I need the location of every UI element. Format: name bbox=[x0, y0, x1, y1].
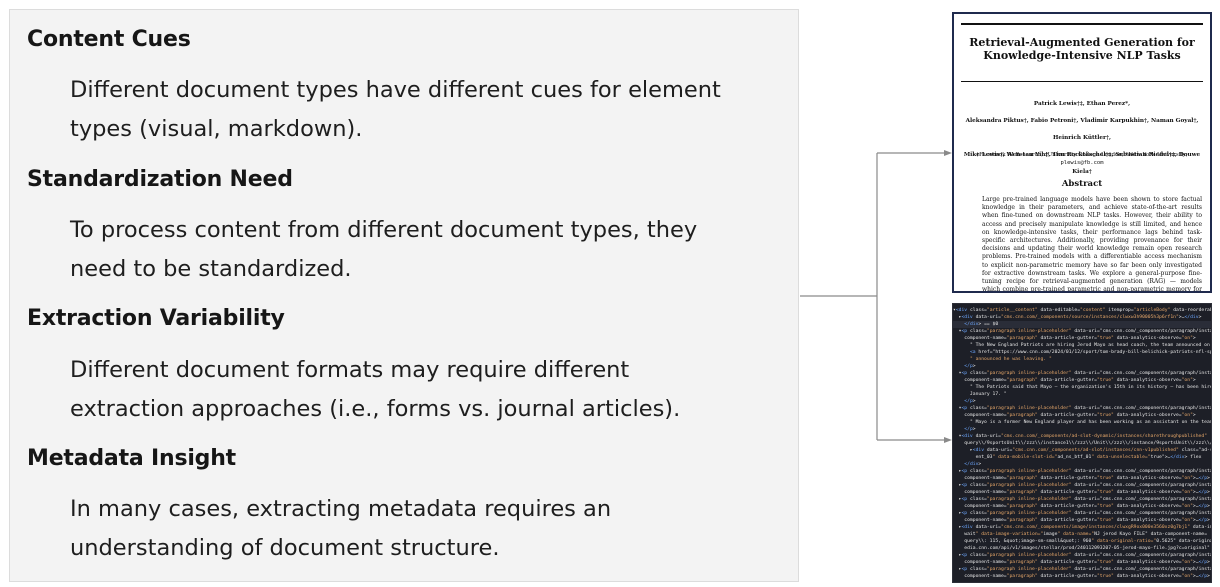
code-line: ▸<div data-uri="cms.cnn.com/_components/… bbox=[953, 448, 1211, 453]
html-source-thumbnail: ▾<div class="article__content" data-edit… bbox=[952, 303, 1212, 583]
cue-title-metadata-insight: Metadata Insight bbox=[27, 446, 237, 471]
code-line: </div> bbox=[964, 462, 982, 467]
cue-body-line: Different document types have different … bbox=[70, 77, 721, 103]
cue-body-standardization-need: To process content from different docume… bbox=[70, 211, 785, 289]
code-line: ▸<p class="paragraph inline-placeholder"… bbox=[953, 469, 1212, 474]
cue-body-line: need to be standardized. bbox=[70, 256, 352, 282]
code-line: component-name="paragraph" data-article-… bbox=[953, 413, 1196, 418]
paper-title-line: Knowledge-Intensive NLP Tasks bbox=[983, 49, 1181, 62]
cues-panel: Content Cues Different document types ha… bbox=[9, 9, 799, 582]
paper-title: Retrieval-Augmented Generation for Knowl… bbox=[954, 36, 1210, 62]
paper-authors-line: Aleksandra Piktus†, Fabio Petroni†, Vlad… bbox=[965, 118, 1199, 141]
code-line: ▸<p class="paragraph inline-placeholder"… bbox=[953, 553, 1212, 558]
code-line: ▸<p class="paragraph inline-placeholder"… bbox=[953, 567, 1212, 572]
code-line: " announced he was leaving. " bbox=[969, 357, 1052, 362]
cue-body-content-cues: Different document types have different … bbox=[70, 71, 785, 149]
code-line: ▸<p class="paragraph inline-placeholder"… bbox=[953, 483, 1212, 488]
code-line: <a href="https://www.cnn.com/2024/01/12/… bbox=[969, 350, 1212, 355]
cue-title-standardization-need: Standardization Need bbox=[27, 167, 293, 192]
code-line: ▸<p class="paragraph inline-placeholder"… bbox=[953, 511, 1212, 516]
paper-thumbnail: Retrieval-Augmented Generation for Knowl… bbox=[952, 12, 1212, 293]
code-line: January 17. " bbox=[953, 392, 1007, 397]
code-line: query\\: 115, &quot;image-sm-small&quot;… bbox=[953, 539, 1212, 544]
cue-body-line: In many cases, extracting metadata requi… bbox=[70, 496, 612, 522]
paper-top-rule bbox=[961, 23, 1203, 25]
code-line: ▾<p class="paragraph inline-placeholder"… bbox=[953, 329, 1212, 334]
cue-body-metadata-insight: In many cases, extracting metadata requi… bbox=[70, 490, 785, 568]
code-line: ▾<p class="paragraph inline-placeholder"… bbox=[953, 371, 1212, 376]
cue-body-extraction-variability: Different document formats may require d… bbox=[70, 351, 785, 429]
cue-body-line: extraction approaches (i.e., forms vs. j… bbox=[70, 396, 681, 422]
code-line: component-name="paragraph" data-article-… bbox=[953, 476, 1210, 481]
code-line: </p> bbox=[964, 427, 976, 432]
paper-authors-line: Patrick Lewis†‡, Ethan Perez*, bbox=[1033, 101, 1131, 107]
code-line: </div> == $0 bbox=[953, 321, 1211, 328]
code-line: ▸<div data-uri="cms.cnn.com/_components/… bbox=[953, 315, 1202, 320]
code-line: " The Patriots said that Mayo – the orga… bbox=[969, 385, 1212, 390]
paper-title-rule bbox=[961, 81, 1203, 82]
code-line: edia.cnn.com/api/v1/images/stellar/prod/… bbox=[953, 546, 1210, 551]
arrowhead-code bbox=[944, 437, 952, 443]
paper-affiliation-email: plewis@fb.com bbox=[1060, 160, 1104, 166]
code-line: </p> bbox=[964, 399, 976, 404]
code-line: ▸<p class="paragraph inline-placeholder"… bbox=[953, 497, 1212, 502]
paper-abstract-heading: Abstract bbox=[1061, 179, 1103, 189]
code-line: ▸<div data-uri="cms.cnn.com/_components/… bbox=[953, 525, 1211, 530]
code-line: component-name="paragraph" data-article-… bbox=[953, 378, 1196, 383]
code-line: component-name="paragraph" data-article-… bbox=[953, 518, 1210, 523]
arrowhead-paper bbox=[944, 150, 952, 156]
code-line: component-name="paragraph" data-article-… bbox=[953, 574, 1210, 579]
code-line: </p> bbox=[964, 364, 976, 369]
code-line: " Mayo is a former New England player an… bbox=[969, 420, 1212, 425]
code-line: wait" data-image-variation="image" data-… bbox=[953, 532, 1208, 537]
cue-body-line: types (visual, markdown). bbox=[70, 116, 363, 142]
cue-title-content-cues: Content Cues bbox=[27, 27, 191, 52]
cue-body-line: To process content from different docume… bbox=[70, 217, 698, 243]
cue-body-line: Different document formats may require d… bbox=[70, 357, 630, 383]
code-line: component-name="paragraph" data-article-… bbox=[953, 504, 1210, 509]
paper-affiliation-line: †Facebook AI Research; ‡University Colle… bbox=[976, 152, 1188, 158]
paper-title-line: Retrieval-Augmented Generation for bbox=[969, 36, 1195, 49]
paper-abstract-text: Large pre-trained language models have b… bbox=[982, 196, 1202, 293]
paper-affiliations: †Facebook AI Research; ‡University Colle… bbox=[954, 151, 1210, 167]
paper-authors: Patrick Lewis†‡, Ethan Perez*, Aleksandr… bbox=[954, 96, 1210, 181]
code-line: query\\/9sportsUnit\\/zzz\\/instance1\\/… bbox=[953, 441, 1212, 446]
code-line: ▾<div class="article__content" data-edit… bbox=[953, 308, 1211, 313]
code-line: component-name="paragraph" data-article-… bbox=[953, 560, 1210, 565]
code-line: component-name="paragraph" data-article-… bbox=[953, 490, 1210, 495]
code-line: ▾<p class="paragraph inline-placeholder"… bbox=[953, 406, 1212, 411]
cue-title-extraction-variability: Extraction Variability bbox=[27, 306, 285, 331]
cue-body-line: understanding of document structure. bbox=[70, 535, 500, 561]
paper-authors-line: Mike Lewis†, Wen-tau Yih†, Tim Rocktäsch… bbox=[963, 152, 1201, 175]
code-line: ▾<div data-uri="cms.cnn.com/_components/… bbox=[953, 434, 1208, 439]
code-line: component-name="paragraph" data-article-… bbox=[953, 336, 1196, 341]
code-line: " The New England Patriots are hiring Je… bbox=[969, 343, 1212, 348]
code-line: ent_03" data-mobile-slot-id="ad_ns_btf_0… bbox=[953, 455, 1202, 460]
